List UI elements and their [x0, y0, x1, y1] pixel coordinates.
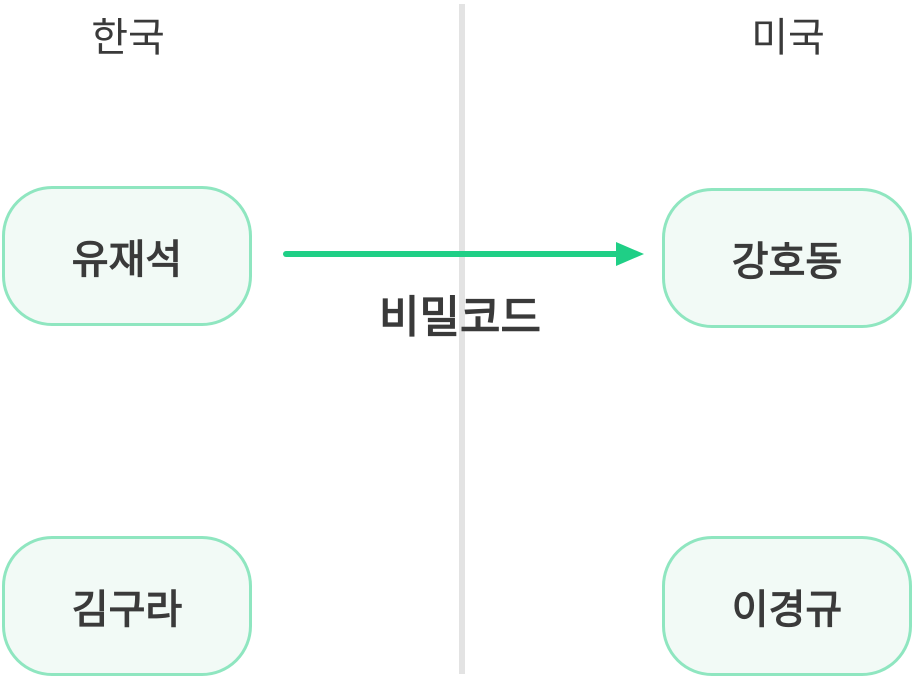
- center-divider: [459, 4, 465, 674]
- node-lee-kyungkyu: 이경규: [662, 536, 912, 676]
- header-korea: 한국: [91, 15, 165, 61]
- node-kim-gura: 김구라: [2, 536, 252, 676]
- node-label: 유재석: [71, 237, 183, 283]
- node-yoo-jaeseok: 유재석: [2, 186, 252, 326]
- header-usa: 미국: [751, 15, 825, 61]
- node-label: 이경규: [731, 587, 843, 633]
- node-label: 김구라: [71, 587, 183, 633]
- arrow-head: [616, 242, 644, 266]
- node-label: 강호동: [731, 239, 843, 285]
- arrow-label-secret-code: 비밀코드: [379, 292, 541, 343]
- node-kang-hodong: 강호동: [662, 188, 912, 328]
- secret-code-arrow: [283, 242, 644, 266]
